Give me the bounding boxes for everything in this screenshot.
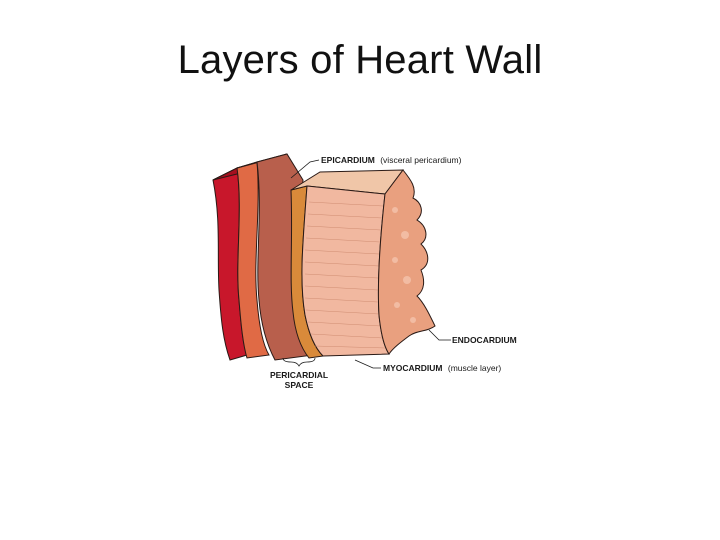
label-leader-lines bbox=[282, 159, 451, 369]
heart-wall-diagram: EPICARDIUM (visceral pericardium) ENDOCA… bbox=[212, 153, 517, 390]
myocardium-note: (muscle layer) bbox=[448, 363, 502, 373]
epicardium-note: (visceral pericardium) bbox=[380, 155, 461, 165]
myocardium-fibers bbox=[304, 201, 387, 349]
svg-text:EPICARDIUM (visceral peric: EPICARDIUM (visceral pericardium) bbox=[321, 155, 462, 165]
myocardium-layer bbox=[301, 185, 390, 357]
svg-text:MYOCARDIUM (muscle layer): MYOCARDIUM (muscle layer) bbox=[383, 363, 501, 373]
pericardial-space-label-line2: SPACE bbox=[285, 380, 314, 390]
myocardium-label: MYOCARDIUM bbox=[383, 363, 443, 373]
parietal-pericardium-layer bbox=[236, 161, 270, 359]
pericardial-space-label-line1: PERICARDIAL bbox=[270, 370, 328, 380]
epicardium-label: EPICARDIUM bbox=[321, 155, 375, 165]
endocardium-layer bbox=[377, 169, 436, 355]
endocardium-label: ENDOCARDIUM bbox=[452, 335, 517, 345]
endocardium-texture bbox=[392, 207, 416, 323]
page-title: Layers of Heart Wall bbox=[177, 38, 543, 82]
